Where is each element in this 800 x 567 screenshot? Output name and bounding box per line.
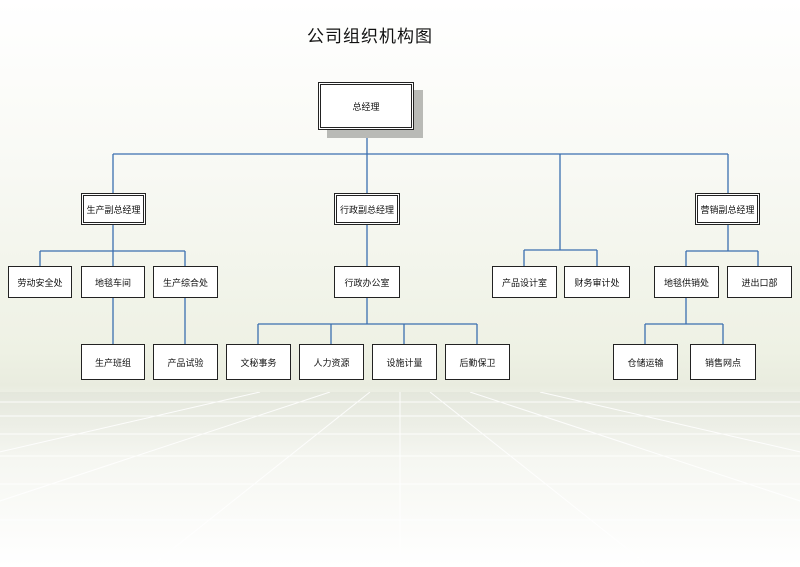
floor-grid (0, 392, 800, 567)
sales-subunit-warehouse: 仓储运输 (613, 344, 678, 380)
floor-background (0, 392, 800, 567)
admin-subunit-facilities: 设施计量 (372, 344, 437, 380)
production-unit-workshop: 地毯车间 (81, 266, 145, 298)
deputy-admin-node: 行政副总经理 (334, 193, 400, 225)
admin-subunit-secretarial: 文秘事务 (226, 344, 291, 380)
admin-office-node: 行政办公室 (334, 266, 400, 298)
production-unit-safety: 劳动安全处 (8, 266, 72, 298)
direct-unit-design: 产品设计室 (492, 266, 557, 298)
direct-unit-finance: 财务审计处 (564, 266, 630, 298)
root-node: 总经理 (318, 82, 414, 130)
chart-title: 公司组织机构图 (307, 27, 433, 47)
sales-subunit-outlets: 销售网点 (690, 344, 756, 380)
sales-unit-supply: 地毯供销处 (654, 266, 719, 298)
admin-subunit-logistics: 后勤保卫 (445, 344, 510, 380)
production-subunit-testing: 产品试验 (153, 344, 218, 380)
deputy-sales-node: 营销副总经理 (695, 193, 760, 225)
deputy-production-node: 生产副总经理 (81, 193, 146, 225)
production-unit-general: 生产综合处 (153, 266, 218, 298)
admin-subunit-hr: 人力资源 (299, 344, 364, 380)
sales-unit-import-export: 进出口部 (727, 266, 792, 298)
production-subunit-team: 生产班组 (81, 344, 145, 380)
